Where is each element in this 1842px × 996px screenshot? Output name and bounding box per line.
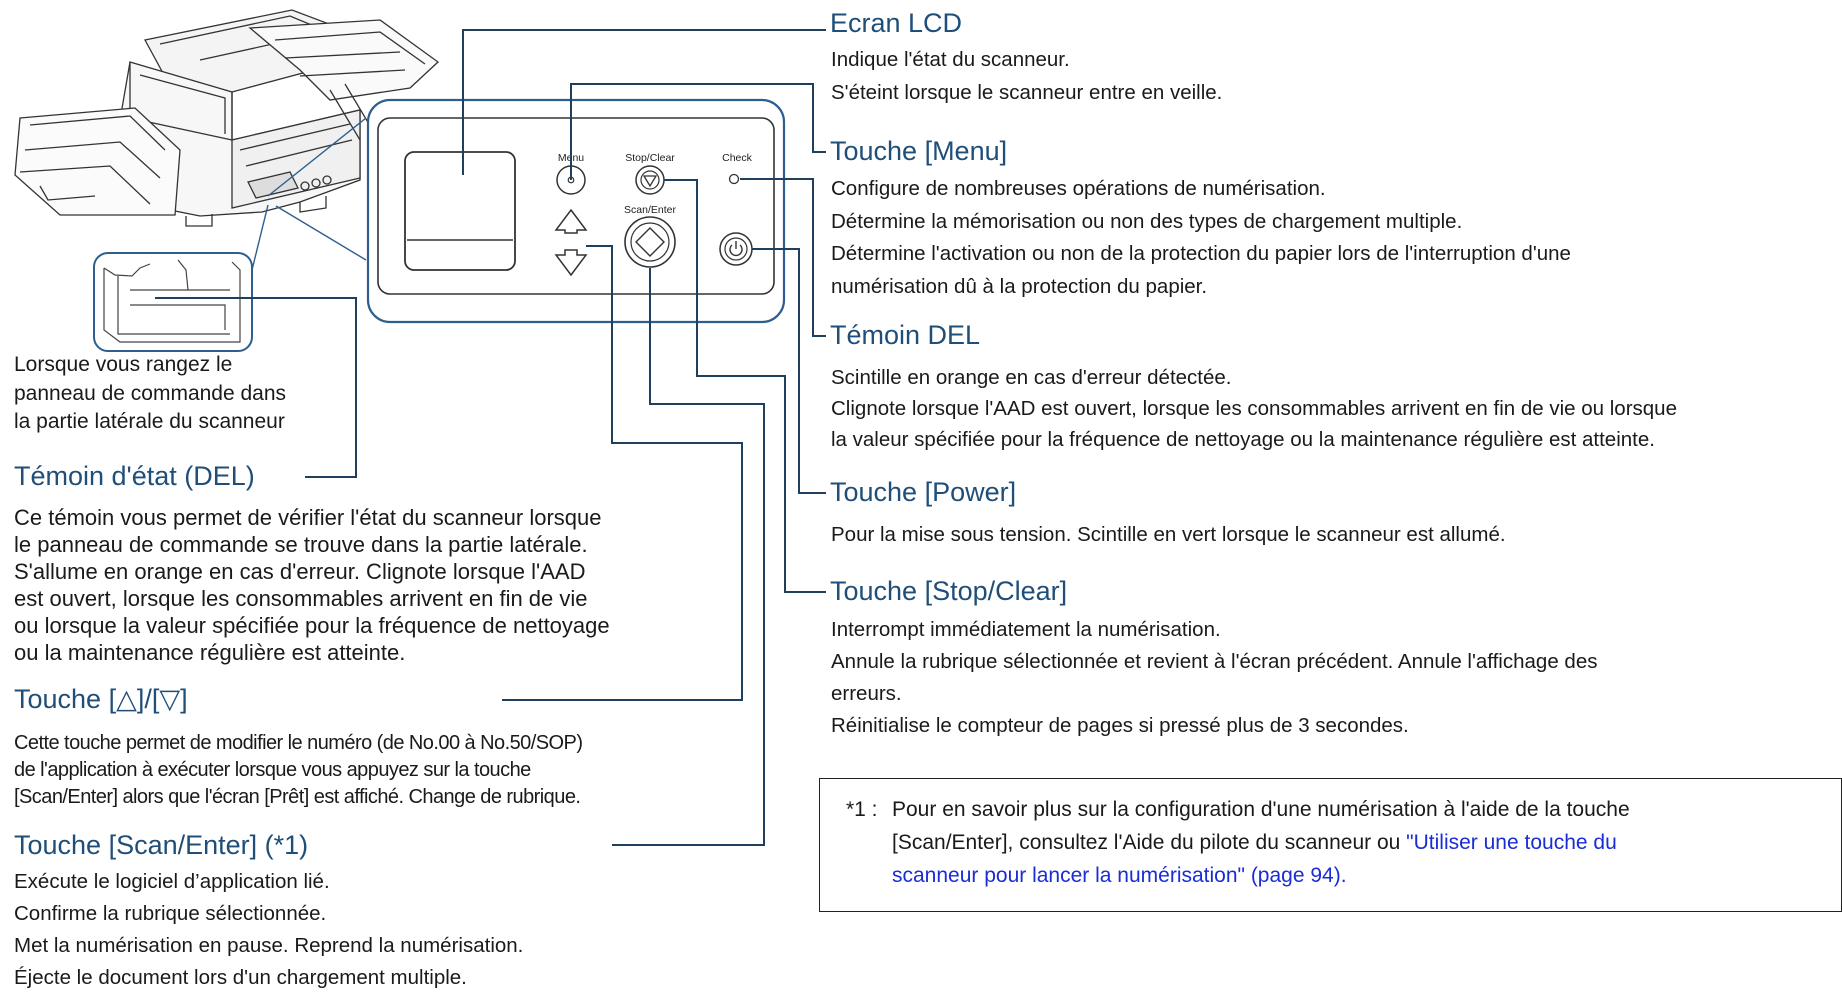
text-line: S'allume en orange en cas d'erreur. Clig…	[14, 559, 586, 584]
text-line: Annule la rubrique sélectionnée et revie…	[831, 650, 1598, 673]
menu-key-description: Configure de nombreuses opérations de nu…	[831, 173, 1571, 303]
text-line: Clignote lorsque l'AAD est ouvert, lorsq…	[831, 397, 1677, 420]
text-line: Indique l'état du scanneur.	[831, 48, 1070, 71]
footnote-line-2: [Scan/Enter], consultez l'Aide du pilote…	[892, 826, 1617, 859]
lcd-screen	[404, 151, 516, 271]
panel-label-stop-clear: Stop/Clear	[625, 152, 675, 164]
power-key-title: Touche [Power]	[830, 477, 1017, 507]
scan-enter-button-shape[interactable]	[624, 216, 676, 268]
caption-line: Lorsque vous rangez le	[14, 353, 233, 376]
scan-enter-key-title: Touche [Scan/Enter] (*1)	[14, 830, 309, 860]
footnote-link-continued[interactable]: scanneur pour lancer la numérisation" (p…	[892, 864, 1347, 887]
callout-lines	[155, 29, 826, 846]
text-line: Détermine la mémorisation ou non des typ…	[831, 209, 1463, 233]
text-line: [Scan/Enter] alors que l'écran [Prêt] es…	[14, 786, 581, 808]
text-line: S'éteint lorsque le scanneur entre en ve…	[831, 80, 1223, 104]
led-title: Témoin DEL	[830, 320, 981, 350]
footnote-link[interactable]: "Utiliser une touche du	[1406, 831, 1617, 854]
footnote-line-3: scanneur pour lancer la numérisation" (p…	[892, 859, 1347, 892]
lcd-title: Ecran LCD	[830, 8, 963, 38]
caption-line: la partie latérale du scanneur	[14, 410, 285, 433]
power-icon	[729, 244, 743, 257]
side-panel-caption: Lorsque vous rangez le panneau de comman…	[14, 351, 286, 437]
text-line: Éjecte le document lors d'un chargement …	[14, 966, 467, 989]
stop-clear-inner-circle	[640, 170, 660, 190]
scan-enter-inner-circle	[630, 222, 670, 262]
callout-menu	[570, 83, 826, 180]
footnote-line-2-text: [Scan/Enter], consultez l'Aide du pilote…	[892, 831, 1407, 854]
caption-line: panneau de commande dans	[14, 381, 287, 405]
panel-label-check: Check	[722, 152, 753, 164]
side-panel-drawing	[103, 259, 241, 343]
text-line: ou la maintenance régulière est atteinte…	[14, 640, 406, 665]
text-line: de l'application à exécuter lorsque vous…	[14, 759, 531, 781]
callout-stop-clear	[664, 179, 826, 593]
stop-clear-key-description: Interrompt immédiatement la numérisation…	[831, 614, 1597, 742]
scan-enter-key-description: Exécute le logiciel d’application lié. C…	[14, 866, 523, 994]
text-line: Cette touche permet de modifier le numér…	[14, 732, 583, 754]
arrows-key-description: Cette touche permet de modifier le numér…	[14, 730, 583, 811]
text-line: Met la numérisation en pause. Reprend la…	[14, 934, 524, 957]
text-line: Ce témoin vous permet de vérifier l'état…	[14, 505, 602, 530]
up-arrow-icon[interactable]	[554, 208, 588, 234]
callout-status-led	[155, 297, 357, 478]
led-description: Scintille en orange en cas d'erreur déte…	[831, 362, 1677, 455]
callout-power	[752, 248, 826, 494]
stop-clear-triangle-icon	[642, 175, 658, 188]
footnote-line-1: Pour en savoir plus sur la configuration…	[892, 798, 1630, 821]
panel-label-scan-enter: Scan/Enter	[624, 204, 676, 216]
footnote-box: *1 : Pour en savoir plus sur la configur…	[819, 778, 1842, 912]
text-line: Confirme la rubrique sélectionnée.	[14, 902, 327, 925]
text-line: numérisation dû à la protection du papie…	[831, 274, 1208, 298]
status-led-description: Ce témoin vous permet de vérifier l'état…	[14, 504, 610, 666]
side-panel-inset	[93, 252, 253, 352]
stop-clear-key-title: Touche [Stop/Clear]	[830, 576, 1068, 606]
text-line: erreurs.	[831, 682, 902, 705]
text-line: la valeur spécifiée pour la fréquence de…	[831, 428, 1655, 451]
text-line: le panneau de commande se trouve dans la…	[14, 532, 588, 557]
text-line: Réinitialise le compteur de pages si pre…	[831, 714, 1409, 737]
callout-arrows	[502, 245, 743, 701]
text-line: Pour la mise sous tension. Scintille en …	[831, 523, 1506, 546]
text-line: Configure de nombreuses opérations de nu…	[831, 177, 1326, 200]
text-line: ou lorsque la valeur spécifiée pour la f…	[14, 613, 610, 638]
down-arrow-icon[interactable]	[554, 249, 588, 277]
menu-key-title: Touche [Menu]	[830, 136, 1008, 166]
scanner-body-drawing	[14, 9, 440, 227]
callout-check-led	[740, 178, 826, 337]
power-key-description: Pour la mise sous tension. Scintille en …	[831, 519, 1506, 552]
power-button-ring	[724, 237, 748, 261]
status-led-title: Témoin d'état (DEL)	[14, 461, 255, 491]
text-line: Exécute le logiciel d’application lié.	[14, 870, 330, 893]
text-line: est ouvert, lorsque les consommables arr…	[14, 586, 588, 611]
text-line: Scintille en orange en cas d'erreur déte…	[831, 366, 1232, 389]
callout-scan-enter	[612, 268, 765, 846]
stop-clear-button-shape[interactable]	[635, 165, 665, 195]
callout-lcd	[462, 29, 826, 175]
scan-enter-diamond-icon	[635, 227, 665, 257]
footnote-marker: *1 :	[846, 798, 878, 821]
check-led-indicator	[728, 173, 740, 185]
arrows-key-title: Touche [△]/[▽]	[14, 684, 188, 714]
text-line: Détermine l'activation ou non de la prot…	[831, 242, 1571, 265]
text-line: Interrompt immédiatement la numérisation…	[831, 618, 1221, 641]
lcd-description: Indique l'état du scanneur. S'éteint lor…	[831, 44, 1222, 109]
